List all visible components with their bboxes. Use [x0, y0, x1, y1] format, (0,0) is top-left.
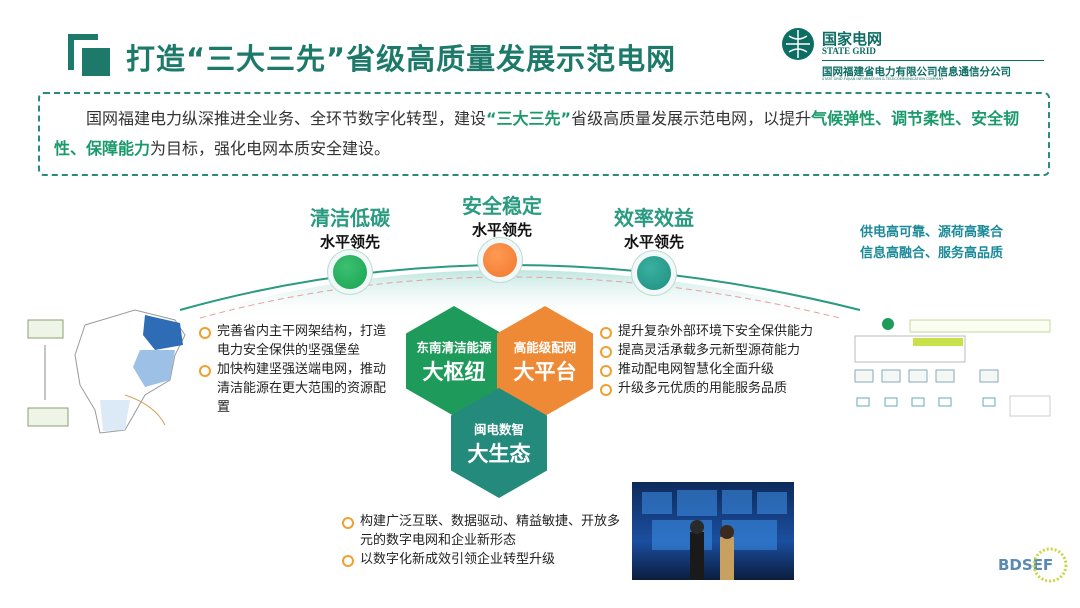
list-item: 构建广泛互联、数据驱动、精益敏捷、开放多元的数字电网和企业新形态 [340, 512, 630, 550]
hex-subtitle: 东南清洁能源 [416, 339, 492, 355]
pillar-dot-orange [483, 243, 517, 277]
control-center-photo [632, 482, 794, 580]
pillar-dot-teal [637, 256, 671, 290]
state-grid-emblem-icon [782, 28, 814, 60]
pillar-sub: 水平领先 [471, 221, 532, 239]
right-bullet-list: 提升复杂外部环境下安全保供能力 提高灵活承载多元新型源荷能力 推动配电网智慧化全… [598, 322, 848, 398]
list-item: 提高灵活承载多元新型源荷能力 [598, 341, 848, 360]
intro-text: 为目标，强化电网本质安全建设。 [150, 139, 391, 158]
list-item: 推动配电网智慧化全面升级 [598, 360, 848, 379]
list-item: 加快构建坚强送端电网，推动清洁能源在更大范围的资源配置 [197, 360, 392, 417]
hex-subtitle: 高能级配网 [513, 339, 577, 355]
hex-title: 大平台 [513, 359, 577, 384]
left-bullet-list: 完善省内主干网架结构，打造电力安全保供的坚强堡垒 加快构建坚强送端电网，推动清洁… [197, 322, 392, 417]
right-summary: 供电高可靠、源荷高聚合信息高融合、服务高品质 [860, 222, 1003, 264]
pillar-title: 效率效益 [614, 206, 694, 230]
grid-architecture-diagram [854, 318, 1051, 417]
pillar-sub: 水平领先 [623, 233, 684, 251]
watermark-logo: BDSEF [998, 556, 1054, 574]
state-grid-logo: 国家电网 STATE GRID 国网福建省电力有限公司信息通信分公司 STATE… [780, 26, 1070, 82]
pillar-dot-green [333, 255, 367, 289]
list-item: 完善省内主干网架结构，打造电力安全保供的坚强堡垒 [197, 322, 392, 360]
fujian-map-image [27, 309, 186, 434]
company-name-en: STATE GRID FUJIAN INFORMATION & TELECOMM… [822, 77, 944, 81]
intro-box: 国网福建电力纵深推进全业务、全环节数字化转型，建设“三大三先”省级高质量发展示范… [38, 92, 1050, 176]
bottom-bullet-list: 构建广泛互联、数据驱动、精益敏捷、开放多元的数字电网和企业新形态 以数字化新成效… [340, 512, 630, 569]
logo-en: STATE GRID [822, 46, 876, 56]
hex-title: 大生态 [467, 441, 531, 466]
hex-title: 大枢纽 [422, 359, 486, 384]
pillar-title: 清洁低碳 [310, 206, 390, 230]
pillar-efficiency: 效率效益水平领先 [604, 202, 704, 252]
hex-subtitle: 闽电数智 [473, 421, 524, 437]
list-item: 升级多元优质的用能服务品质 [598, 379, 848, 398]
company-name: 国网福建省电力有限公司信息通信分公司 [822, 66, 1011, 78]
intro-highlight: “三大三先” [486, 109, 572, 128]
summary-line: 信息高融合、服务高品质 [860, 246, 1004, 261]
logo-cn: 国家电网 [822, 30, 883, 48]
intro-highlight: 气候弹性、调节柔性、安全韧性、保障能力 [54, 109, 1020, 158]
watermark-sun-icon [1032, 547, 1068, 583]
pillar-safe: 安全稳定水平领先 [447, 190, 557, 240]
pillar-title: 安全稳定 [462, 194, 542, 218]
intro-text: 省级高质量发展示范电网，以提升 [571, 109, 812, 128]
summary-line: 供电高可靠、源荷高聚合 [860, 225, 1004, 240]
list-item: 以数字化新成效引领企业转型升级 [340, 550, 630, 569]
page-title: 打造“三大三先”省级高质量发展示范电网 [126, 42, 677, 76]
pillar-clean: 清洁低碳水平领先 [300, 202, 400, 252]
pillar-sub: 水平领先 [319, 233, 380, 251]
hex-ecosystem: 闽电数智大生态 [451, 388, 547, 498]
list-item: 提升复杂外部环境下安全保供能力 [598, 322, 848, 341]
title-icon [68, 34, 110, 76]
intro-text: 国网福建电力纵深推进全业务、全环节数字化转型，建设 [86, 109, 487, 128]
